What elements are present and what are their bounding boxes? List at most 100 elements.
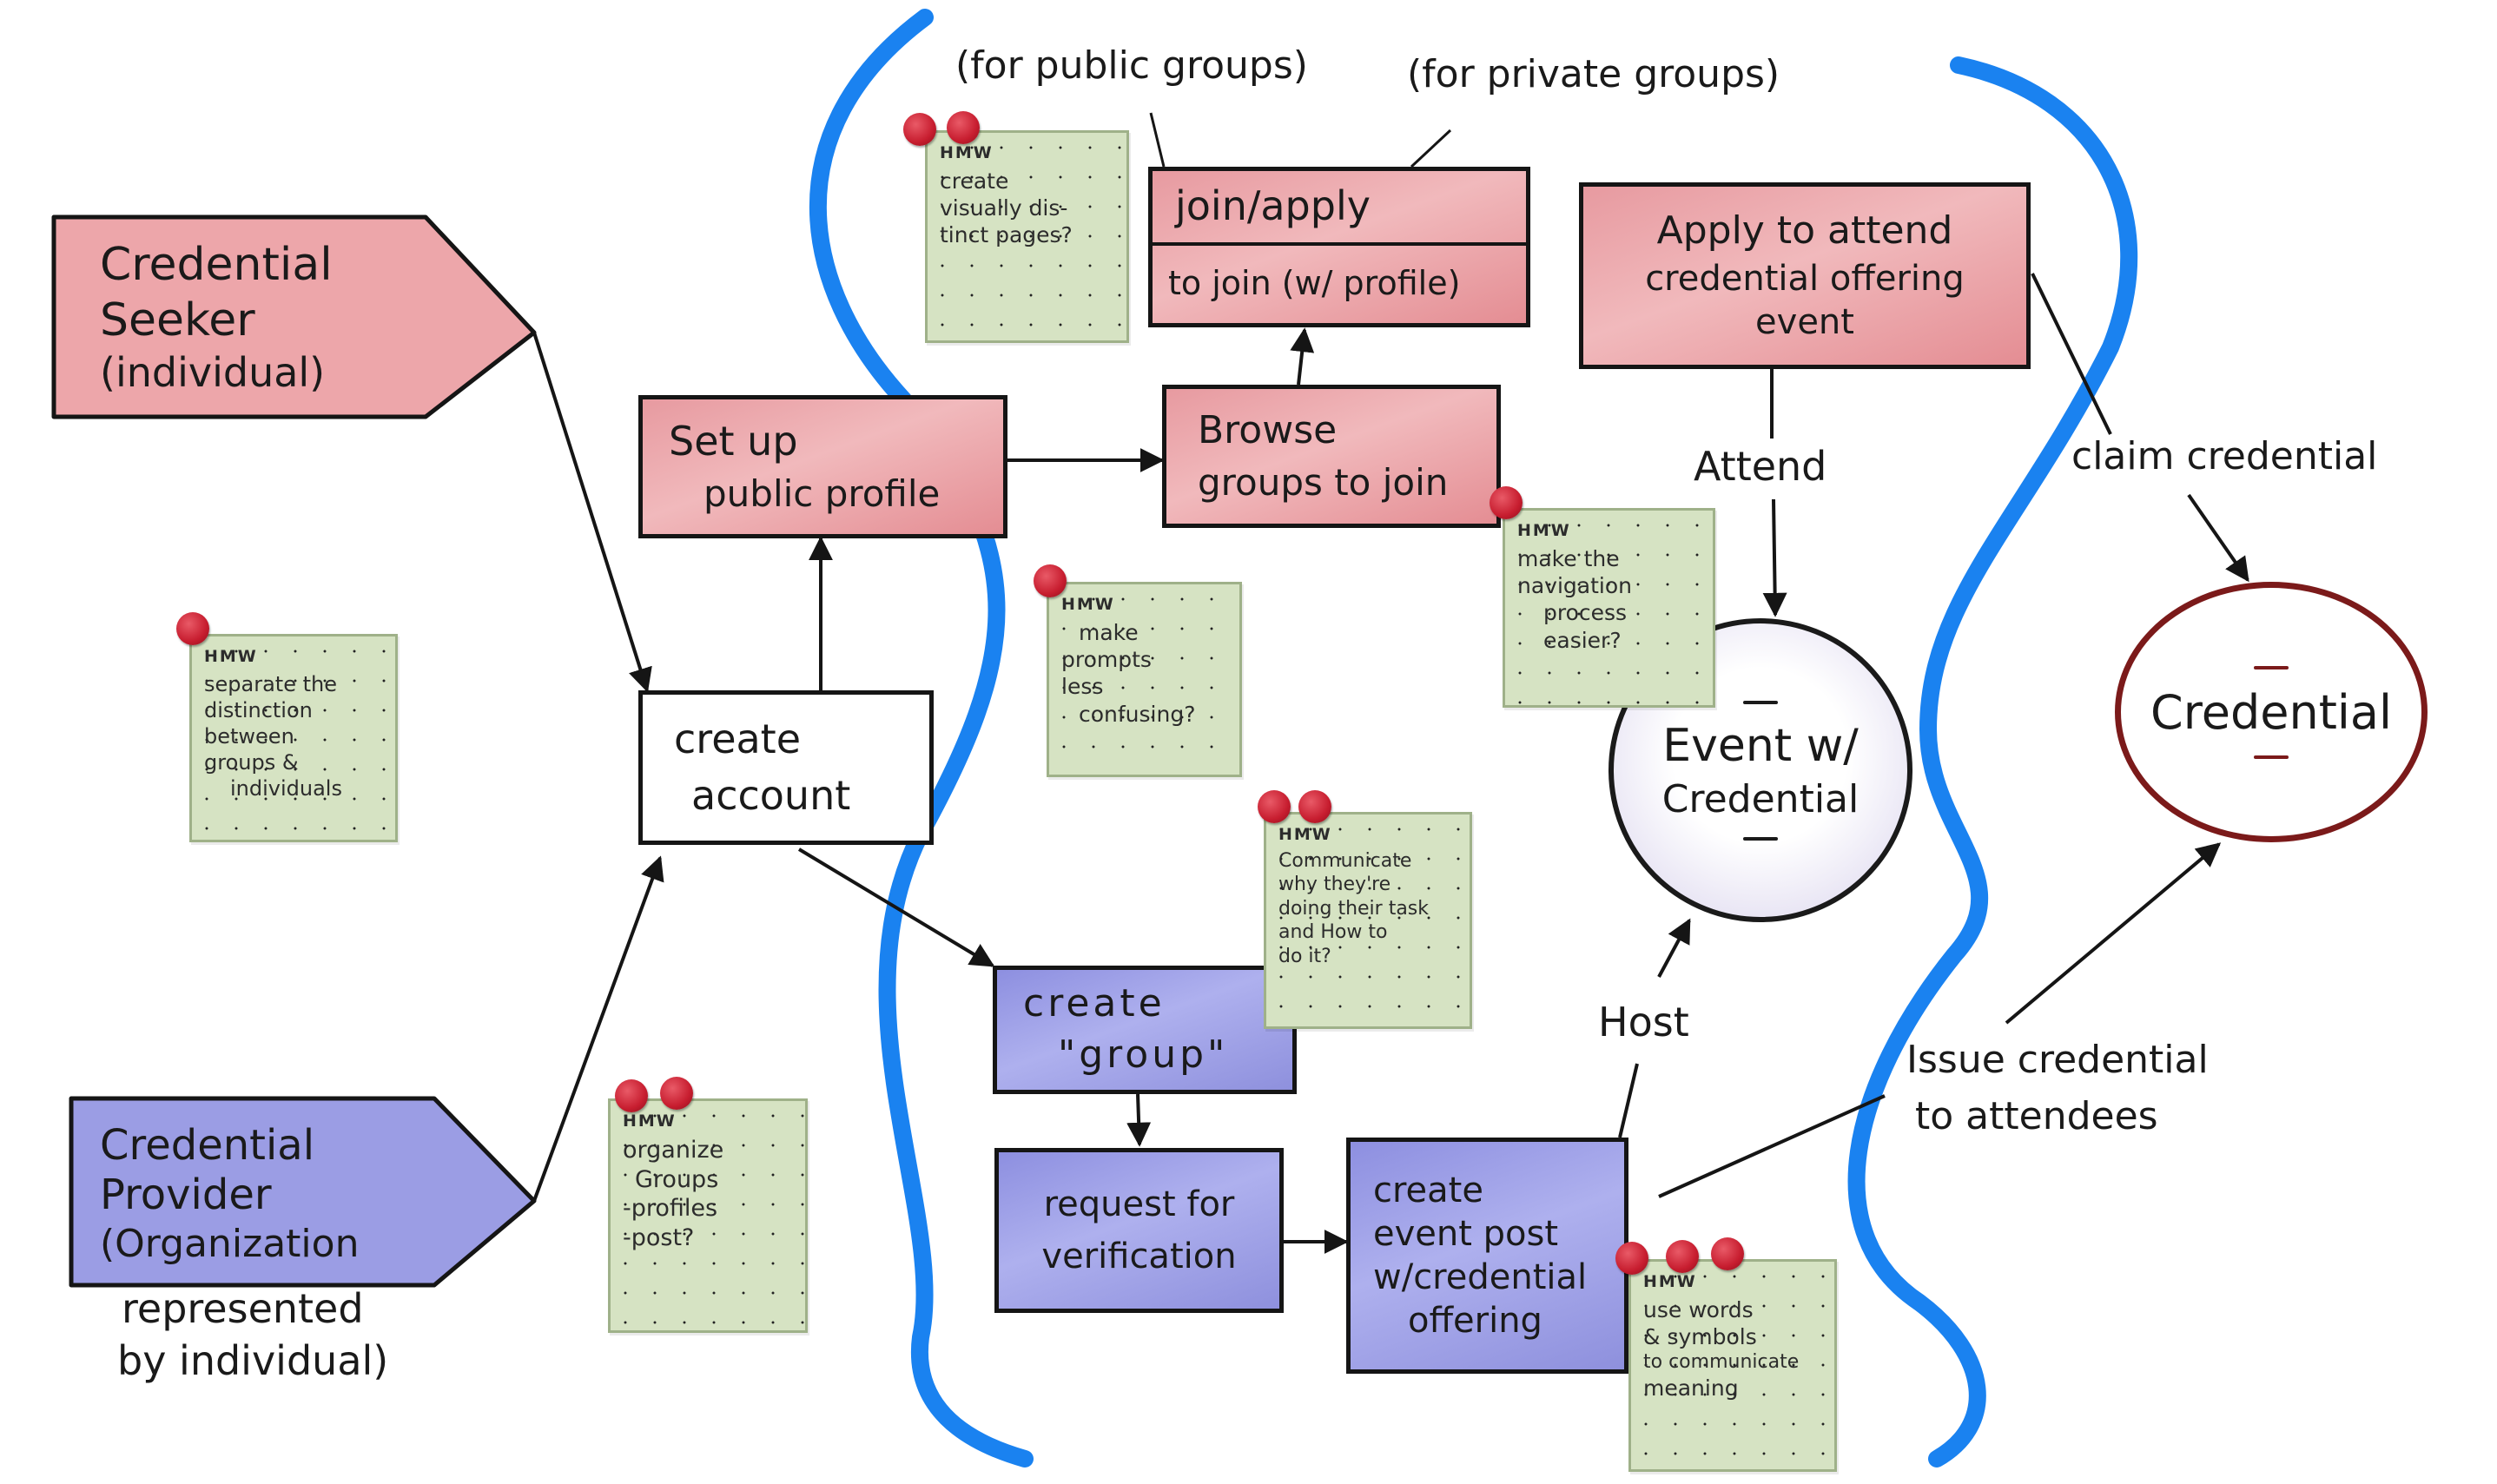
step-create-group: create "group" (993, 966, 1297, 1094)
note-line: visually dis- (940, 195, 1068, 221)
note-line: make the (1517, 545, 1620, 571)
step-create-event-post: create event post w/credential offering (1346, 1138, 1628, 1374)
pin-icon (660, 1077, 693, 1110)
create-group-line-1: create (1023, 981, 1166, 1026)
edge-claim-upper (2031, 273, 2112, 435)
credential-dash-bottom (2254, 755, 2289, 759)
note-line: between (204, 723, 294, 749)
sticky-note-organize-groups: HMW organize Groups -profiles -post? (608, 1098, 808, 1333)
apply-line-2: credential offering (1645, 258, 1965, 299)
provider-caption-1: represented (122, 1285, 364, 1332)
provider-line-1: Credential (100, 1120, 315, 1170)
note-line: organize (623, 1136, 724, 1164)
pin-icon (1711, 1237, 1744, 1270)
edge-seeker-account (532, 332, 652, 693)
edge-host-lower (1618, 1063, 1639, 1138)
sticky-note-separate-distinction: HMW separate the distinction between gro… (189, 634, 398, 842)
join-apply-top: join/apply (1153, 171, 1526, 246)
event-post-line-4: offering (1408, 1301, 1542, 1341)
edge-group-request (1126, 1093, 1152, 1147)
note-line: individuals (230, 775, 342, 801)
apply-line-1: Apply to attend (1656, 208, 1953, 254)
edge-claim-lower (2187, 493, 2249, 583)
actor-credential-provider: Credential Provider (Organization (100, 1107, 465, 1281)
sticky-note-words-symbols: HMW use words & symbols to communicate m… (1628, 1259, 1837, 1472)
step-setup-public-profile: Set up public profile (638, 395, 1007, 538)
step-request-verification: request for verification (994, 1148, 1284, 1313)
note-heading: HMW (1643, 1272, 1697, 1291)
note-heading: HMW (940, 143, 994, 162)
provider-line-2: Provider (100, 1171, 272, 1220)
note-line: Communicate (1278, 849, 1412, 872)
note-line: distinction (204, 697, 313, 722)
note-line: process (1543, 600, 1628, 626)
leader-private (1410, 129, 1452, 168)
note-heading: HMW (204, 647, 258, 666)
note-line: doing their task (1278, 897, 1430, 920)
pin-icon (1490, 486, 1523, 519)
pin-icon (1258, 790, 1291, 823)
note-heading: HMW (1061, 595, 1115, 614)
note-heading: HMW (1278, 825, 1332, 844)
note-line: separate the (204, 671, 337, 696)
browse-line-2: groups to join (1198, 460, 1449, 504)
event-post-line-3: w/credential (1373, 1257, 1588, 1297)
edge-issue-upper (2005, 842, 2222, 1025)
edge-label-issue-line-2: to attendees (1915, 1094, 2158, 1138)
pin-icon (947, 111, 980, 144)
pin-icon (1666, 1240, 1699, 1273)
pin-icon (1034, 564, 1067, 597)
request-line-2: verification (1041, 1237, 1237, 1276)
note-line: -profiles (623, 1195, 718, 1223)
sticky-note-communicate-why: HMW Communicate why they're doing their … (1264, 812, 1472, 1029)
edge-host-upper (1657, 918, 1691, 978)
seeker-line-1: Credential (100, 238, 333, 291)
note-line: and How to (1278, 921, 1388, 944)
step-browse-groups: Browse groups to join (1162, 385, 1501, 528)
note-heading: HMW (1517, 521, 1571, 540)
note-line: Groups (635, 1165, 719, 1193)
note-heading: HMW (623, 1111, 677, 1131)
edge-label-issue-line-1: Issue credential (1906, 1038, 2209, 1082)
note-line: easier? (1543, 627, 1622, 653)
create-group-line-2: "group" (1058, 1032, 1229, 1077)
step-create-account: create account (638, 690, 934, 845)
sticky-note-visually-distinct: HMW create visually dis- tinct pages? (925, 130, 1129, 343)
note-line: groups & (204, 749, 299, 775)
edge-attend-lower (1762, 498, 1787, 617)
request-line-1: request for (1043, 1184, 1235, 1224)
pin-icon (1298, 790, 1331, 823)
note-line: create (940, 168, 1009, 194)
credential-dash-top (2254, 665, 2289, 669)
sticky-note-prompts-confusing: HMW make prompts less confusing? (1047, 582, 1242, 777)
event-line-1: Event w/ (1662, 719, 1859, 772)
seeker-line-3: (individual) (100, 348, 326, 396)
edge-label-claim-credential: claim credential (2071, 434, 2378, 478)
event-dash-top (1743, 700, 1778, 704)
apply-line-3: event (1755, 301, 1854, 342)
setup-profile-line-1: Set up (669, 417, 798, 465)
provider-line-3: (Organization (100, 1222, 360, 1267)
divider-left (809, 9, 1034, 1468)
credential-label: Credential (2150, 684, 2392, 740)
note-line: use words (1643, 1296, 1754, 1322)
edge-label-host: Host (1598, 999, 1689, 1045)
event-line-2: Credential (1661, 776, 1860, 821)
note-line: navigation (1517, 573, 1632, 598)
provider-caption-2: by individual) (117, 1337, 389, 1384)
join-apply-bottom: to join (w/ profile) (1168, 264, 1461, 303)
note-line: prompts (1061, 647, 1152, 672)
pin-icon (903, 113, 936, 146)
credential: Credential (2115, 582, 2428, 842)
note-line: do it? (1278, 945, 1331, 967)
event-with-credential: Event w/ Credential (1609, 618, 1912, 922)
create-account-line-2: account (691, 772, 851, 819)
actor-credential-seeker: Credential Seeker (individual) (100, 224, 465, 411)
setup-profile-line-2: public profile (704, 472, 941, 515)
edge-account-group (797, 848, 995, 967)
divider-right (1847, 56, 2138, 1468)
annotation-public-groups: (for public groups) (955, 43, 1308, 88)
leader-public (1149, 112, 1166, 168)
